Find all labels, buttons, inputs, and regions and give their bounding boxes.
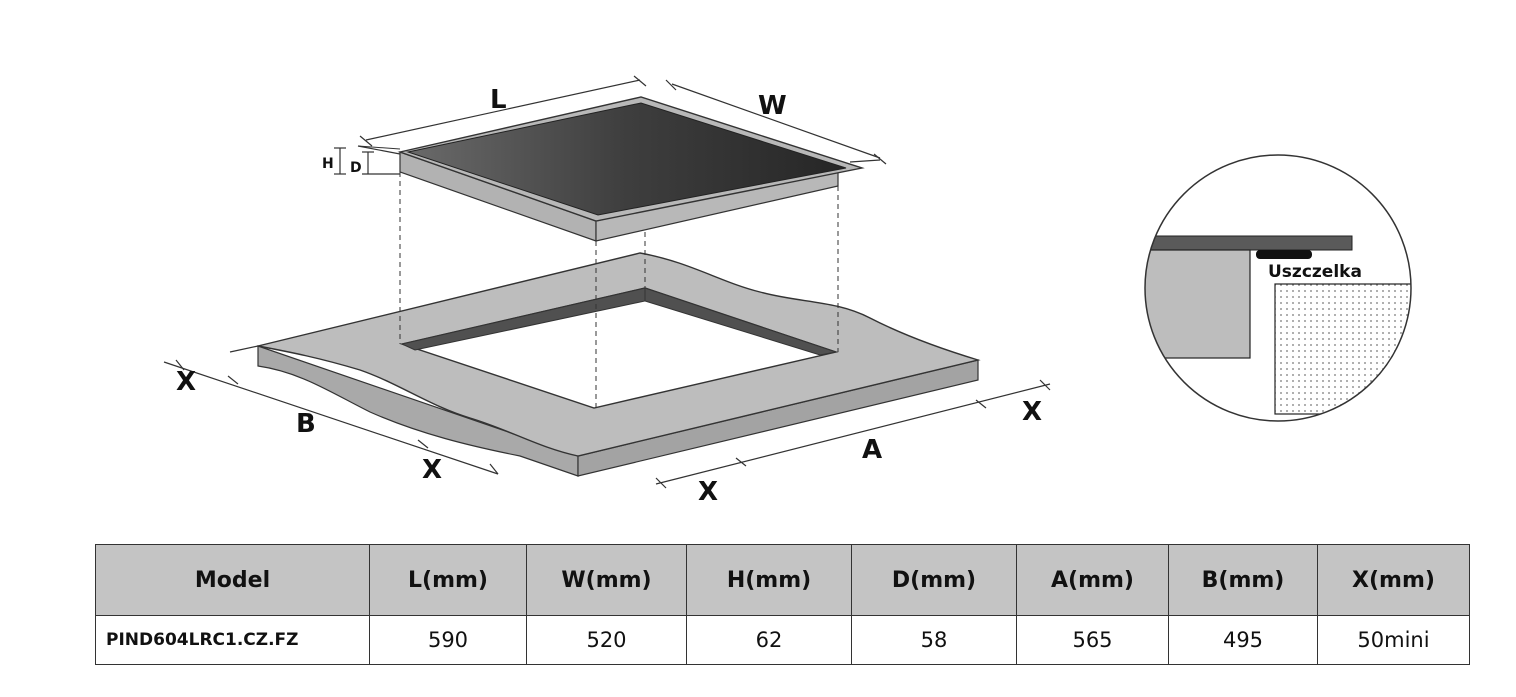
hob-glass-top — [357, 96, 865, 242]
installation-diagram: L W H D X B X A X X Uszczelka — [163, 75, 1412, 507]
cell-b: 495 — [1168, 615, 1318, 665]
col-header-w: W(mm) — [526, 544, 687, 616]
col-header-a: A(mm) — [1016, 544, 1169, 616]
label-X-right-bottom: X — [698, 477, 718, 507]
cell-x: 50mini — [1317, 615, 1470, 665]
col-header-l: L(mm) — [369, 544, 527, 616]
label-A: A — [862, 435, 882, 465]
col-header-h: H(mm) — [686, 544, 852, 616]
label-seal: Uszczelka — [1268, 262, 1362, 282]
countertop — [257, 252, 981, 477]
label-B: B — [296, 409, 316, 439]
cell-d: 58 — [851, 615, 1017, 665]
col-header-b: B(mm) — [1168, 544, 1318, 616]
projection-lines — [399, 172, 839, 408]
label-D: D — [350, 160, 362, 176]
cell-a: 565 — [1016, 615, 1169, 665]
col-header-model: Model — [95, 544, 370, 616]
cell-h: 62 — [686, 615, 852, 665]
label-L: L — [490, 85, 507, 115]
label-X-left-top: X — [176, 367, 196, 397]
col-header-x: X(mm) — [1317, 544, 1470, 616]
cell-l: 590 — [369, 615, 527, 665]
col-header-d: D(mm) — [851, 544, 1017, 616]
table-row: PIND604LRC1.CZ.FZ 590 520 62 58 565 495 … — [95, 615, 1470, 665]
label-X-left-bottom: X — [422, 455, 442, 485]
cell-model: PIND604LRC1.CZ.FZ — [95, 615, 370, 665]
cell-w: 520 — [526, 615, 687, 665]
table-header-row: Model L(mm) W(mm) H(mm) D(mm) A(mm) B(mm… — [95, 544, 1470, 616]
seal-detail-circle: Uszczelka — [1144, 154, 1412, 422]
spec-table: Model L(mm) W(mm) H(mm) D(mm) A(mm) B(mm… — [95, 544, 1470, 665]
label-X-right-top: X — [1022, 397, 1042, 427]
label-H: H — [322, 156, 334, 172]
dimension-lines — [163, 75, 1051, 489]
label-W: W — [758, 91, 787, 121]
